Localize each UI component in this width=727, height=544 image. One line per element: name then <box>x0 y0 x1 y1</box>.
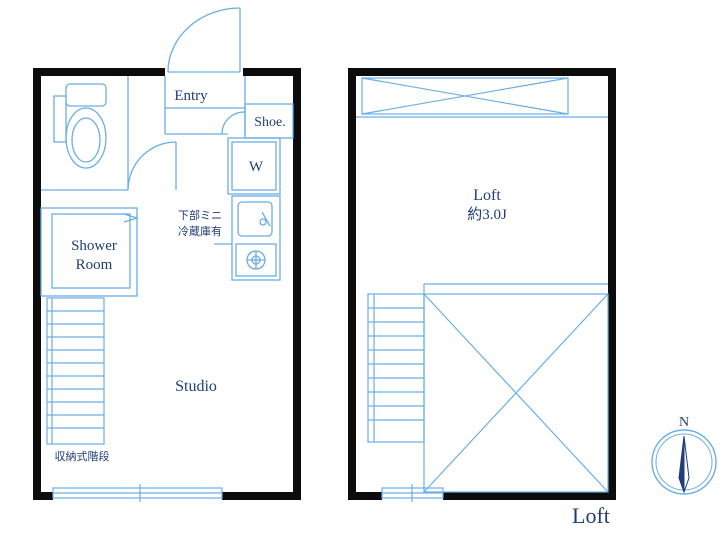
loft-stairs <box>367 293 425 443</box>
studio-label: Studio <box>175 378 217 395</box>
entry-label: Entry <box>174 88 208 104</box>
main-floor-window <box>52 484 223 502</box>
stairs-note-label: 収納式階段 <box>55 449 110 463</box>
shower-room <box>40 207 138 297</box>
washer-space <box>227 137 281 195</box>
washer-label: W <box>249 159 264 175</box>
compass-north-label: N <box>679 415 689 430</box>
loft-room-label: Loft <box>473 187 501 204</box>
toilet-room <box>41 76 177 191</box>
kitchen-counter <box>214 195 281 281</box>
fridge-label-line2: 冷蔵庫有 <box>178 224 222 238</box>
compass-icon <box>651 429 717 495</box>
shower-label-line2: Room <box>76 257 113 273</box>
main-stairs <box>46 297 105 445</box>
fridge-label-line1: 下部ミニ <box>178 208 222 222</box>
shower-label-line1: Shower <box>71 238 117 254</box>
loft-area-label: 約3.0J <box>467 206 507 223</box>
loft-floor-plan: Loft 約3.0J Loft <box>348 68 616 528</box>
loft-title: Loft <box>572 503 610 528</box>
main-floor-walls <box>33 68 301 500</box>
entry-door <box>167 7 241 73</box>
loft-top-void <box>356 77 608 118</box>
shoe-label: Shoe. <box>254 115 286 130</box>
loft-window <box>381 484 444 502</box>
loft-walls <box>348 68 616 500</box>
main-floor-plan: Entry Shoe. W 下部ミニ 冷蔵庫有 Shower Room Stud… <box>33 7 301 502</box>
toilet-icon <box>71 117 101 163</box>
stove-icon <box>246 250 266 270</box>
